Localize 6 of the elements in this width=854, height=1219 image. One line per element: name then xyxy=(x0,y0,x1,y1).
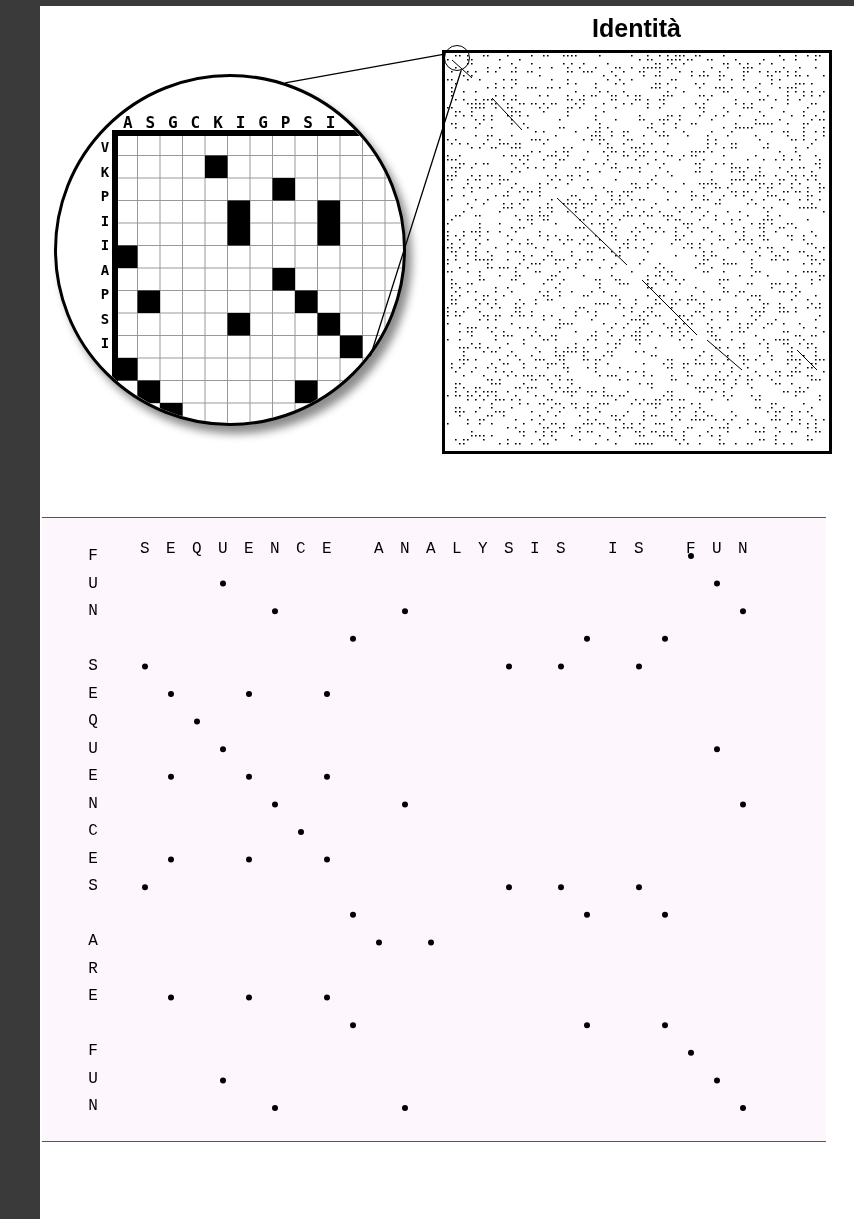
magnifier-line xyxy=(284,53,462,357)
plot-title: Identità xyxy=(591,14,682,43)
sequence-label: FUN SEQUENCES ARE FUN xyxy=(84,547,102,1125)
sequence-label: ASGCKIGPSI xyxy=(123,114,349,132)
sequence-label: SEQUENCE ANALYSIS IS FUN xyxy=(140,540,765,558)
sequence-label: VKPIIAPSI xyxy=(98,139,112,360)
